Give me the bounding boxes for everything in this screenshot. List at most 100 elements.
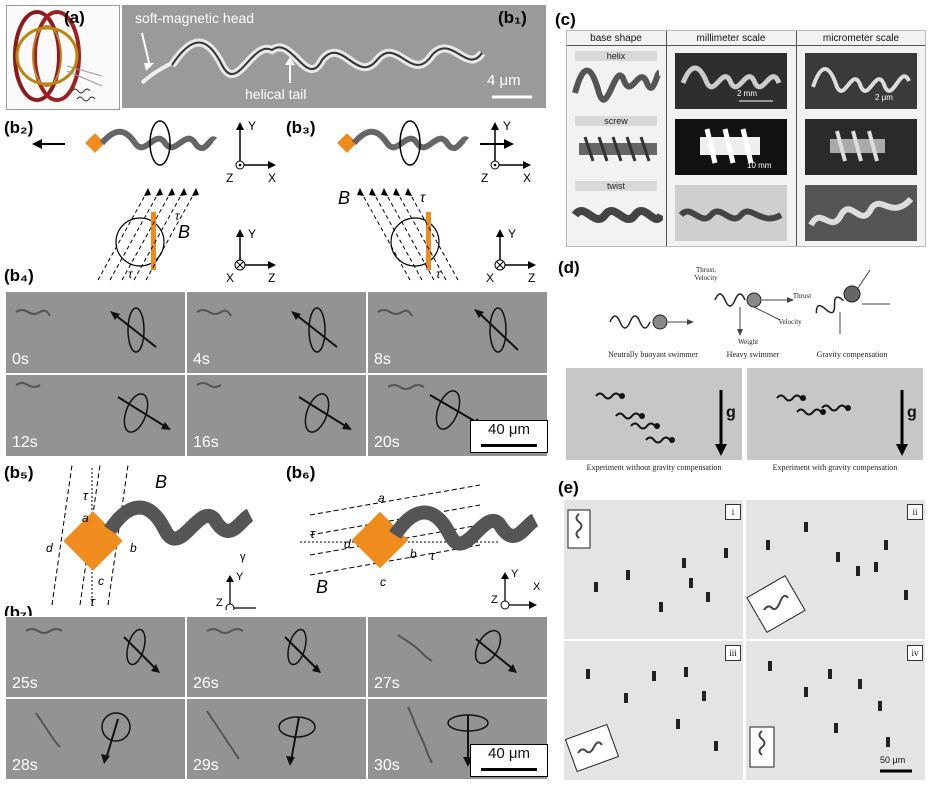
panel-a-coil-image (6, 5, 120, 110)
row-label-helix: helix (575, 51, 657, 61)
svg-text:τ: τ (175, 209, 181, 223)
svg-text:Y: Y (503, 119, 511, 133)
b7-frame: 25s (5, 616, 186, 698)
svg-text:c: c (98, 574, 104, 588)
b1-scale-label: 4 μm (487, 72, 521, 89)
helix-um-image: 2 μm (805, 53, 917, 109)
d-experiment-without: g (566, 368, 742, 460)
svg-text:Z: Z (481, 171, 488, 185)
panel-b4-label: (b₄) (4, 266, 34, 285)
svg-text:X: X (226, 271, 234, 285)
d-label-thrust-velocity: Thrust, Velocity (694, 266, 718, 282)
col-header: micrometer scale (822, 33, 900, 44)
panel-c-label: (c) (555, 10, 576, 29)
svg-text:X: X (523, 171, 531, 185)
panel-b2-diagram: B τ τ Y X Z Y Z X (32, 119, 276, 285)
svg-text:B: B (338, 188, 350, 208)
e-roman-i: i (725, 504, 741, 520)
e-roman-iv: iv (907, 645, 923, 661)
svg-text:B: B (316, 577, 328, 597)
panel-b6-diagram: B τ τ a b c d YXZ (300, 484, 541, 610)
b7-frame: 27s (367, 616, 548, 698)
frame-time-label: 29s (193, 757, 219, 774)
scale-2mm: 2 mm (737, 89, 757, 98)
screw-mm-image: 10 mm (675, 119, 787, 175)
b4-frame: 8s (367, 291, 548, 374)
svg-text:γ: γ (240, 551, 246, 563)
svg-text:B: B (155, 472, 167, 492)
b4-scale-label: 40 μm (488, 421, 530, 438)
svg-text:a: a (378, 491, 385, 505)
svg-text:Z: Z (268, 271, 275, 285)
d-experiment-with: g (747, 368, 923, 460)
panel-b6-label: (b₆) (286, 463, 316, 482)
screw-shape (579, 136, 657, 162)
panel-d-label: (d) (558, 258, 580, 277)
frame-time-label: 27s (374, 675, 400, 692)
d-swimmer-compensation: Gravity compensation (816, 350, 888, 359)
coil-illustration (13, 10, 103, 102)
frame-time-label: 20s (374, 434, 400, 451)
helix-shape (572, 67, 662, 103)
e-subpanel-iii: iii (564, 641, 743, 780)
svg-text:Y: Y (248, 119, 256, 133)
scale-2um: 2 μm (875, 93, 893, 102)
b4-frame-grid: 0s 4s 8s 12s 16s 20s 40 μm (5, 291, 548, 457)
svg-text:τ: τ (83, 488, 89, 503)
svg-text:Z: Z (216, 597, 223, 609)
b7-scale-bar: 40 μm (470, 744, 548, 777)
svg-text:b: b (410, 547, 417, 561)
helical-tail-label: helical tail (245, 86, 307, 102)
svg-text:Y: Y (248, 227, 256, 241)
panel-c-table: base shape millimeter scale micrometer s… (566, 30, 926, 247)
b4-scale-bar: 40 μm (470, 420, 548, 453)
col-header: millimeter scale (696, 33, 766, 44)
svg-text:τ: τ (310, 526, 316, 541)
frame-time-label: 16s (193, 434, 219, 451)
svg-text:X: X (533, 581, 541, 593)
svg-text:d: d (46, 541, 53, 555)
frame-time-label: 0s (12, 351, 29, 368)
scale-10mm: 10 mm (747, 161, 772, 170)
svg-text:Y: Y (511, 568, 519, 580)
svg-text:τ: τ (128, 267, 134, 281)
panel-a-label: (a) (64, 8, 85, 27)
svg-text:τ: τ (436, 267, 442, 281)
d-label-velocity: Velocity (778, 318, 802, 326)
g-label: g (726, 404, 736, 421)
frame-time-label: 12s (12, 434, 38, 451)
twist-shape (571, 207, 663, 223)
panel-d-swimmer-diagrams (609, 269, 890, 336)
b4-frame: 0s (5, 291, 186, 374)
row-label-screw: screw (575, 116, 657, 126)
svg-text:b: b (130, 541, 137, 555)
svg-text:Z: Z (226, 171, 233, 185)
frame-time-label: 30s (374, 757, 400, 774)
helix-mm-image: 2 mm (675, 53, 787, 109)
soft-magnetic-head-label: soft-magnetic head (135, 10, 255, 26)
b7-scale-label: 40 μm (488, 745, 530, 762)
frame-time-label: 4s (193, 351, 210, 368)
frame-time-label: 26s (193, 675, 219, 692)
d-label-weight: Weight (737, 338, 759, 346)
svg-text:a: a (82, 511, 89, 525)
panel-b1-label: (b₁) (498, 8, 527, 27)
d-swimmer-heavy: Heavy swimmer (726, 350, 780, 359)
svg-text:Y: Y (508, 227, 516, 241)
svg-text:X: X (486, 271, 494, 285)
twist-um-image (805, 185, 917, 241)
panel-b2-label: (b₂) (4, 118, 34, 137)
panel-b3-label: (b₃) (286, 118, 316, 137)
d-label-thrust: Thrust (792, 292, 812, 300)
col-header: base shape (590, 33, 642, 44)
b7-frame-grid: 25s 26s 27s 28s 29s 30s 40 μm (5, 616, 548, 780)
panel-b5-diagram: B τ τ a b c d YZ γ (46, 464, 256, 610)
twist-mm-image (675, 185, 787, 241)
b2-field-label: B (178, 222, 190, 242)
svg-text:Z: Z (528, 271, 535, 285)
svg-text:τ: τ (430, 548, 436, 563)
b7-frame: 26s (186, 616, 367, 698)
panel-b3-diagram: B τ τ YXZ YZX (337, 119, 536, 285)
svg-text:X: X (268, 171, 276, 185)
e-roman-iii: iii (725, 645, 741, 661)
